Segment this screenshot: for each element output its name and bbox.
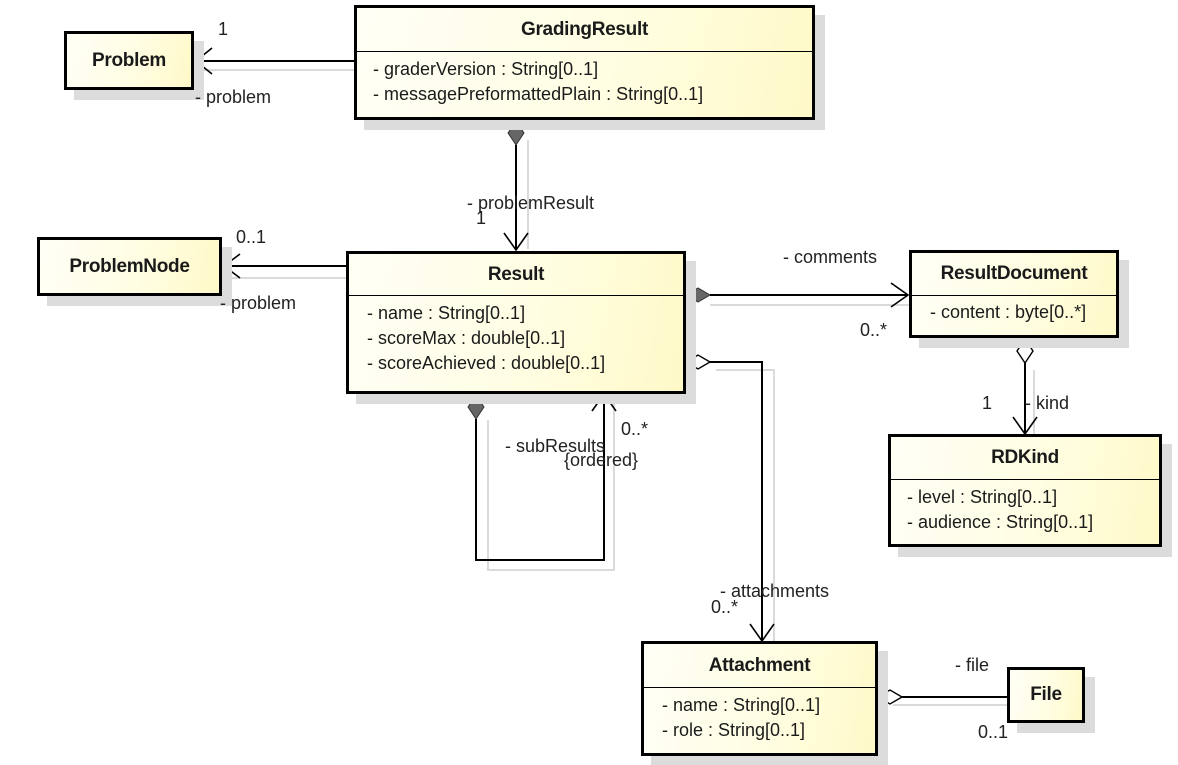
composition-diamond-icon xyxy=(467,394,485,420)
attribute-list: - graderVersion : String[0..1] - message… xyxy=(357,51,812,107)
class-name: Attachment xyxy=(708,655,811,676)
class-problem[interactable]: Problem xyxy=(64,31,194,90)
role-label: - comments xyxy=(783,247,878,267)
class-name: ProblemNode xyxy=(69,256,190,277)
role-label: - problem xyxy=(220,293,297,313)
role-label: - problemResult xyxy=(467,193,595,213)
open-arrowhead-icon xyxy=(503,232,529,252)
class-name: ResultDocument xyxy=(940,263,1088,284)
attribute: - role : String[0..1] xyxy=(662,720,806,740)
class-name: Result xyxy=(487,264,545,285)
multiplicity-label: 1 xyxy=(218,19,229,39)
class-file[interactable]: File xyxy=(1007,667,1085,723)
attribute-list: - level : String[0..1] - audience : Stri… xyxy=(891,479,1159,535)
attribute: - level : String[0..1] xyxy=(907,487,1058,507)
aggregation-diamond-icon xyxy=(684,354,712,370)
multiplicity-label: 0..1 xyxy=(978,722,1009,742)
multiplicity-label: 1 xyxy=(982,393,993,413)
association-gr-problem[interactable] xyxy=(194,47,354,75)
attribute: - name : String[0..1] xyxy=(367,303,526,323)
attribute-list: - name : String[0..1] - scoreMax : doubl… xyxy=(349,295,683,376)
role-label: - file xyxy=(955,655,990,675)
composition-diamond-icon xyxy=(507,120,525,146)
class-attachment[interactable]: Attachment - name : String[0..1] - role … xyxy=(641,641,878,756)
attribute-list: - content : byte[0..*] xyxy=(912,295,1116,325)
class-name: RDKind xyxy=(991,447,1059,468)
multiplicity-label: 1 xyxy=(476,208,487,228)
association-result-subresults[interactable] xyxy=(467,392,617,561)
attribute: - graderVersion : String[0..1] xyxy=(373,59,599,79)
class-result[interactable]: Result - name : String[0..1] - scoreMax … xyxy=(346,251,686,394)
role-label: - subResults xyxy=(505,436,606,456)
role-label: - kind xyxy=(1025,393,1070,413)
class-name: Problem xyxy=(92,50,166,71)
association-gr-result[interactable] xyxy=(503,120,529,252)
attribute-list: - name : String[0..1] - role : String[0.… xyxy=(644,687,875,743)
aggregation-diamond-icon xyxy=(1016,337,1034,365)
multiplicity-label: 0..* xyxy=(621,419,649,439)
class-name: GradingResult xyxy=(520,19,648,40)
class-name: File xyxy=(1030,684,1062,705)
attribute: - messagePreformattedPlain : String[0..1… xyxy=(373,84,704,104)
line-shadows xyxy=(201,69,1035,706)
multiplicity-label: 0..* xyxy=(711,597,739,617)
attribute: - name : String[0..1] xyxy=(662,695,821,715)
attribute: - scoreAchieved : double[0..1] xyxy=(367,353,606,373)
association-result-comments[interactable] xyxy=(685,282,910,308)
association-line[interactable] xyxy=(475,394,605,561)
attribute: - scoreMax : double[0..1] xyxy=(367,328,566,348)
open-arrowhead-icon xyxy=(222,253,241,279)
attribute: - content : byte[0..*] xyxy=(930,302,1087,322)
open-arrowhead-icon xyxy=(591,392,617,412)
class-problem-node[interactable]: ProblemNode xyxy=(37,237,222,296)
multiplicity-label: 0..1 xyxy=(236,227,267,247)
attribute: - audience : String[0..1] xyxy=(907,512,1094,532)
class-result-document[interactable]: ResultDocument - content : byte[0..*] xyxy=(909,250,1119,338)
composition-diamond-icon xyxy=(685,287,711,303)
association-line[interactable] xyxy=(710,361,763,641)
multiplicity-label: 0..* xyxy=(860,320,888,340)
class-rdkind[interactable]: RDKind - level : String[0..1] - audience… xyxy=(888,434,1162,547)
role-label: - problem xyxy=(195,87,272,107)
open-arrowhead-icon xyxy=(890,282,910,308)
aggregation-diamond-icon xyxy=(876,689,904,705)
open-arrowhead-icon xyxy=(194,47,213,75)
constraint-label: {ordered} xyxy=(564,450,639,470)
class-grading-result[interactable]: GradingResult - graderVersion : String[0… xyxy=(354,5,815,120)
association-result-problemnode[interactable] xyxy=(222,253,346,279)
role-label: - attachments xyxy=(720,581,830,601)
